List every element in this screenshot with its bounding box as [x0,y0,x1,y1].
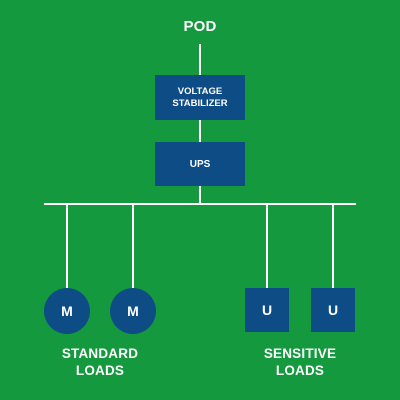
ups-label: UPS [189,158,211,170]
sensitive-load-label: U [327,302,339,318]
standard-loads-caption-line1: STANDARD [61,346,139,361]
ups-node: UPS [155,142,245,186]
sensitive-load-unit-2: U [311,288,355,332]
voltage-stabilizer-label-line2: STABILIZER [172,97,228,109]
sensitive-loads-caption: SENSITIVE LOADS [245,345,355,379]
standard-loads-caption: STANDARD LOADS [45,345,155,379]
standard-load-label: M [61,303,73,319]
standard-load-label: M [127,303,139,319]
diagram-title: POD [183,18,217,35]
voltage-stabilizer-label-line1: VOLTAGE [177,85,223,97]
sensitive-load-label: U [261,302,273,318]
voltage-stabilizer-node: VOLTAGE STABILIZER [155,75,245,120]
sensitive-load-unit-1: U [245,288,289,332]
sensitive-loads-caption-line2: LOADS [275,363,325,378]
standard-load-motor-2: M [110,288,156,334]
sensitive-loads-caption-line1: SENSITIVE [263,346,337,361]
standard-loads-caption-line2: LOADS [75,363,125,378]
standard-load-motor-1: M [44,288,90,334]
